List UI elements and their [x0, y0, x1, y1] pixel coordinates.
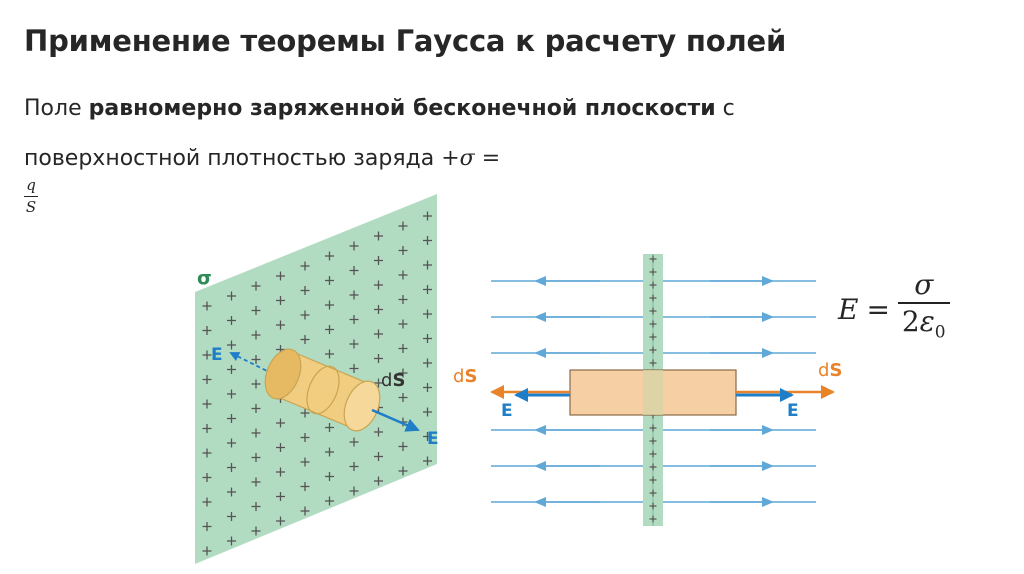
fraction-bar — [24, 196, 38, 197]
sigma-label: σ — [197, 267, 212, 289]
box-plane-overlap — [643, 370, 663, 415]
formula-lhs: E — [838, 292, 859, 326]
description-text: Поле равномерно заряженной бесконечной п… — [24, 84, 784, 184]
sigma-expression: +σ = — [441, 146, 501, 171]
e-label-left: E — [501, 401, 513, 421]
text-bold-phrase: равномерно заряженной бесконечной плоско… — [88, 96, 716, 121]
formula-bar — [897, 302, 950, 304]
e-label-right: E — [787, 401, 799, 421]
field-formula: E = σ 2ε0 — [838, 268, 950, 351]
fraction-denominator: S — [25, 198, 37, 216]
gaussian-cylinder — [264, 348, 381, 432]
e-label-back: E — [211, 345, 223, 365]
formula-den-sub: 0 — [934, 322, 946, 343]
text-middle: с поверхностной плотностью заряда — [24, 96, 735, 171]
formula-den-symbol: ε — [919, 305, 935, 338]
ds-label-left: dS — [453, 366, 477, 387]
fraction-numerator: q — [26, 176, 36, 194]
formula-equals: = — [866, 292, 890, 326]
e-arrow-front — [371, 408, 420, 432]
formula-den-coef: 2 — [901, 305, 920, 338]
page-title: Применение теоремы Гаусса к расчету поле… — [24, 24, 787, 58]
e-label-front: E — [427, 429, 439, 449]
text-prefix: Поле — [24, 96, 89, 121]
charge-density-fraction: q S — [24, 176, 38, 217]
formula-fraction: σ 2ε0 — [897, 268, 950, 351]
ds-label-cylinder: dS — [381, 370, 405, 391]
ds-label-right: dS — [818, 360, 842, 381]
formula-denominator: 2ε0 — [898, 304, 950, 351]
formula-numerator: σ — [914, 268, 934, 301]
